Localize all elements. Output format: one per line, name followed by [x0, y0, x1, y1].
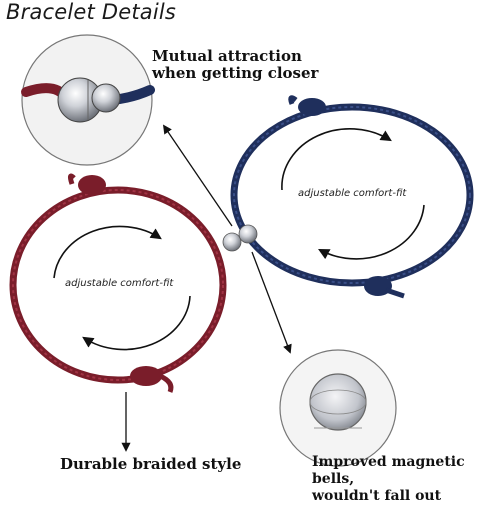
detail-circle-clasp — [21, 34, 155, 166]
blue-bracelet — [230, 95, 474, 299]
red-knot-bottom — [130, 366, 174, 393]
callout-mutual-line1: Mutual attraction — [152, 47, 302, 65]
blue-knot-top — [288, 95, 326, 116]
pointer-arrows — [121, 124, 292, 452]
page-title: Bracelet Details — [6, 0, 177, 24]
fit-label-red: adjustable comfort-fit — [65, 278, 174, 289]
magnetic-bells — [222, 224, 258, 252]
callout-durable: Durable braided style — [60, 455, 242, 473]
callout-improved-bells: Improved magnetic bells, wouldn't fall o… — [312, 454, 500, 505]
red-bracelet — [9, 173, 227, 393]
red-knot-top — [67, 173, 106, 195]
callout-mutual-attraction: Mutual attraction when getting closer — [152, 48, 318, 82]
blue-knot-bottom — [364, 276, 405, 299]
detail-circle-bell — [279, 349, 397, 467]
red-fit-arrows — [53, 225, 191, 351]
callout-mutual-line2: when getting closer — [152, 64, 319, 82]
fit-label-blue: adjustable comfort-fit — [298, 188, 407, 199]
callout-improved-line1: Improved magnetic bells, — [312, 454, 465, 487]
blue-fit-arrows — [281, 128, 425, 260]
